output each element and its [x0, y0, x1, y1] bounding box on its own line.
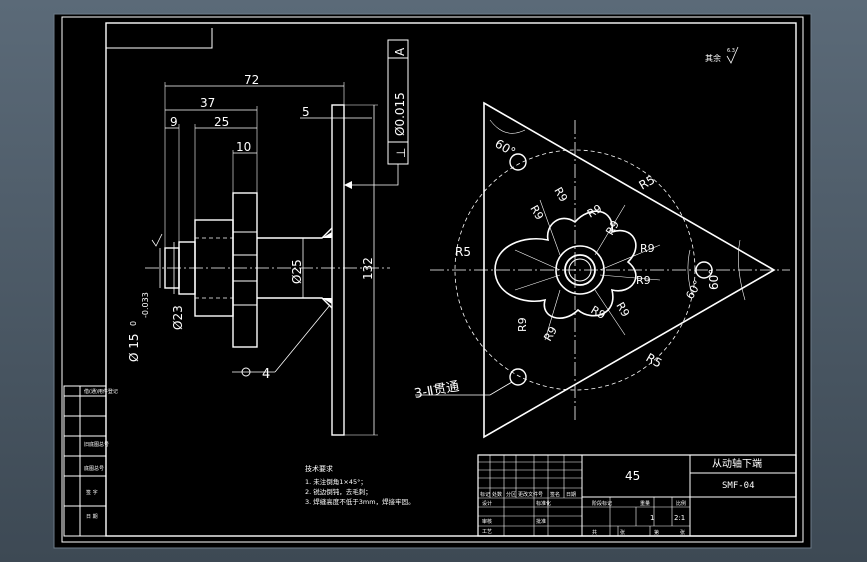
radius-r9-6: R9: [613, 300, 632, 319]
tb-std: 标准化: [536, 500, 551, 507]
tb-count: 处数: [492, 491, 502, 498]
tb-design: 设计: [482, 500, 492, 507]
material: 45: [625, 469, 640, 483]
dim-9: 9: [170, 115, 178, 129]
radius-r9-1: R9: [527, 203, 546, 222]
side-label-1: 旧底图总号: [84, 441, 109, 448]
radius-r9-9: R9: [516, 317, 529, 332]
tb-process: 工艺: [482, 529, 492, 535]
roughness-value: 6.3: [727, 48, 735, 54]
side-label-0: 借(通)用件登记: [84, 388, 118, 395]
tb-sign: 签名: [550, 491, 560, 498]
paper-background: [53, 13, 812, 549]
dim-5: 5: [302, 105, 310, 119]
radius-r9-3: R9: [603, 218, 622, 237]
dim-dia25: Ø25: [290, 259, 304, 284]
radius-r5-bottom: R5: [644, 350, 665, 370]
radius-r9-7: R9: [589, 303, 608, 322]
tb-doc: 更改文件号: [518, 491, 543, 498]
radius-r5-left: R5: [455, 245, 471, 259]
radius-r9-0: R9: [551, 185, 570, 204]
dim-dia15: Ø 15: [127, 333, 141, 362]
dim-25: 25: [214, 115, 229, 129]
tb-check: 审核: [482, 518, 492, 525]
dim-dia23: Ø23: [171, 305, 185, 330]
tolerance-value: Ø0.015: [393, 92, 407, 136]
drawing-number: SMF-04: [722, 481, 755, 491]
perpendicularity-symbol: ⊥: [394, 148, 408, 158]
plan-view: [415, 101, 790, 439]
part-name: 从动轴下端: [712, 457, 762, 470]
radius-r9-5: R9: [636, 274, 651, 287]
side-label-3: 签 字: [86, 489, 98, 496]
side-block: 借(通)用件登记 旧底图总号 底图总号 签 字 日 期: [63, 385, 118, 537]
dim-dia15-tol-upper: 0: [129, 321, 138, 326]
dim-132: 132: [361, 257, 375, 280]
dim-10: 10: [236, 140, 251, 154]
dim-72: 72: [244, 73, 259, 87]
tb-approve: 批准: [536, 518, 546, 525]
tb-ratio: 比例: [676, 500, 686, 507]
tolerance-datum: A: [393, 47, 407, 56]
flatness-value: 4: [262, 367, 270, 382]
dim-37: 37: [200, 96, 215, 110]
outer-border: [61, 16, 804, 543]
tb-sheet-unit: 张: [680, 529, 685, 536]
side-label-2: 底图总号: [84, 465, 104, 472]
scale-value: 2:1: [674, 514, 685, 522]
angle-60-b: 60°: [707, 269, 721, 290]
side-view: [145, 39, 409, 436]
side-label-4: 日 期: [86, 514, 98, 520]
inner-border: [105, 22, 797, 537]
radius-r9-4: R9: [640, 242, 655, 255]
tb-date: 日期: [566, 492, 576, 498]
radius-r9-8: R9: [541, 324, 560, 343]
title-block: [477, 454, 797, 537]
stage-one: 1: [650, 514, 654, 522]
tech-req-title: 技术要求: [305, 464, 333, 473]
dim-dia15-tol-lower: -0.033: [141, 292, 150, 318]
tb-sheet: 第: [654, 529, 659, 536]
tb-total: 共: [592, 529, 597, 536]
top-left-box: [106, 28, 213, 49]
tb-stage: 阶段标记: [592, 500, 612, 507]
tb-mark: 标记: [480, 491, 490, 498]
tb-total-unit: 张: [620, 529, 625, 536]
tb-zone: 分区: [506, 491, 516, 498]
tech-req-line-3: 3. 焊缝高度不低于3mm，焊接牢固。: [305, 497, 415, 506]
radius-r9-2: R9: [585, 202, 604, 221]
tech-req-line-1: 1. 未注倒角1×45°；: [305, 477, 367, 486]
tb-weight: 重量: [640, 500, 650, 507]
tech-req-line-2: 2. 锐边倒钝，去毛刺；: [305, 487, 372, 496]
roughness-label: 其余: [705, 53, 721, 63]
radius-r5-top: R5: [637, 172, 658, 192]
roughness-symbol: [726, 46, 739, 64]
